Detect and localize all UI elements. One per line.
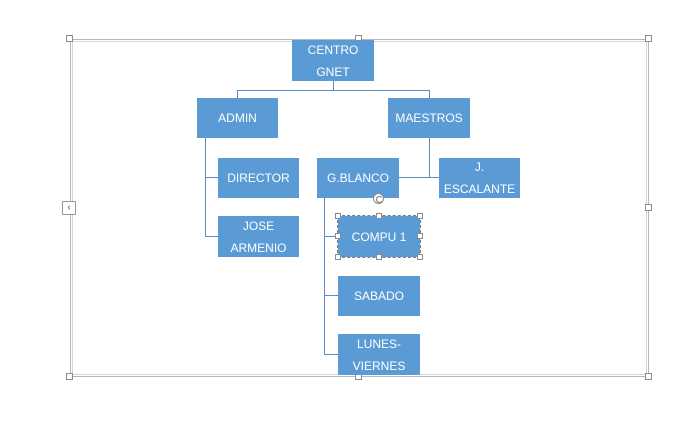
connector bbox=[205, 138, 206, 237]
org-node-g-blanco[interactable]: G.BLANCO bbox=[317, 158, 399, 198]
node-label: SABADO bbox=[353, 289, 404, 303]
rotate-handle-icon[interactable] bbox=[373, 193, 384, 204]
connector bbox=[398, 177, 439, 178]
frame-handle-bottom-right[interactable] bbox=[645, 373, 652, 380]
org-node-admin[interactable]: ADMIN bbox=[197, 98, 278, 138]
frame-handle-bottom-left[interactable] bbox=[66, 373, 73, 380]
org-node-compu-1[interactable]: COMPU 1 bbox=[337, 215, 421, 258]
node-text-line: LUNES- bbox=[356, 336, 401, 351]
node-label: ADMIN bbox=[218, 111, 257, 125]
node-text-line: ESCALANTE bbox=[443, 182, 516, 196]
node-text-line: ARMENIO bbox=[230, 240, 287, 255]
connector bbox=[324, 197, 325, 354]
connector bbox=[237, 90, 238, 98]
org-node-j-escalante[interactable]: J. ESCALANTE bbox=[439, 158, 520, 198]
frame-handle-top-right[interactable] bbox=[645, 35, 652, 42]
node-text-line: GNET bbox=[316, 64, 350, 79]
connector bbox=[324, 236, 338, 237]
smartart-canvas bbox=[72, 41, 647, 375]
connector bbox=[333, 80, 334, 90]
org-node-sabado[interactable]: SABADO bbox=[338, 276, 420, 316]
node-label: G.BLANCO bbox=[326, 171, 389, 185]
text-pane-toggle-button[interactable]: ‹ bbox=[62, 201, 76, 215]
org-node-centro-gnet[interactable]: CENTRO GNET bbox=[292, 40, 374, 81]
connector bbox=[205, 236, 218, 237]
connector bbox=[324, 295, 338, 296]
node-text-line: CENTRO bbox=[307, 42, 359, 57]
selection-handle-bottom-right[interactable] bbox=[417, 254, 423, 260]
selection-handle-middle-right[interactable] bbox=[417, 233, 423, 239]
node-text-line: J. bbox=[474, 160, 485, 174]
node-label: DIRECTOR bbox=[227, 171, 290, 185]
frame-handle-top-left[interactable] bbox=[66, 35, 73, 42]
selection-handle-top-left[interactable] bbox=[335, 213, 341, 219]
org-node-maestros[interactable]: MAESTROS bbox=[388, 98, 470, 138]
org-node-lunes-viernes[interactable]: LUNES- VIERNES bbox=[338, 334, 420, 375]
connector bbox=[429, 138, 430, 178]
org-node-jose-armenio[interactable]: JOSE ARMENIO bbox=[218, 216, 299, 257]
selection-handle-top-right[interactable] bbox=[417, 213, 423, 219]
node-label: MAESTROS bbox=[395, 111, 463, 125]
selection-handle-middle-left[interactable] bbox=[335, 233, 341, 239]
selection-handle-bottom-center[interactable] bbox=[376, 254, 382, 260]
node-label: COMPU 1 bbox=[351, 229, 407, 244]
selection-handle-top-center[interactable] bbox=[376, 213, 382, 219]
connector bbox=[237, 90, 430, 91]
frame-handle-middle-right[interactable] bbox=[645, 204, 652, 211]
node-text-line: JOSE bbox=[242, 218, 275, 233]
connector bbox=[429, 90, 430, 98]
org-node-director[interactable]: DIRECTOR bbox=[218, 158, 299, 198]
connector bbox=[205, 177, 218, 178]
connector bbox=[324, 354, 338, 355]
chevron-left-icon: ‹ bbox=[67, 202, 71, 213]
node-text-line: VIERNES bbox=[352, 358, 406, 373]
selection-handle-bottom-left[interactable] bbox=[335, 254, 341, 260]
